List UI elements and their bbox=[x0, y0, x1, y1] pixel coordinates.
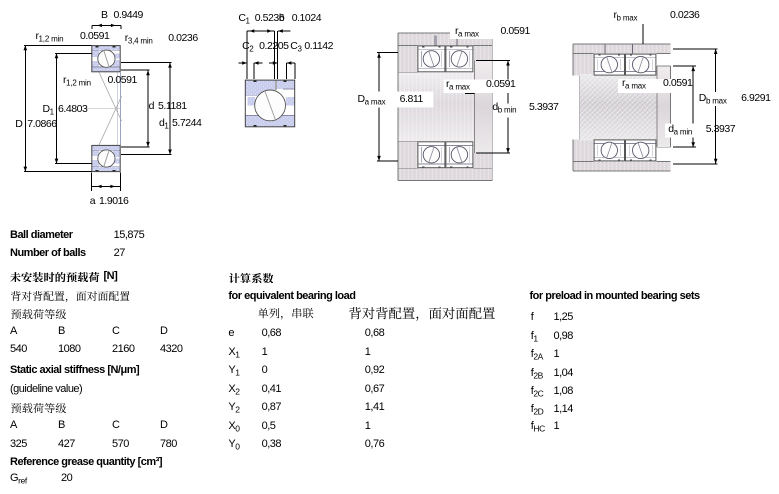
diagram-shaft-abutment bbox=[572, 24, 733, 172]
calc-col2-header bbox=[349, 307, 495, 321]
stiffness-class-label bbox=[10, 402, 66, 413]
diagram-housing-abutment bbox=[356, 25, 532, 181]
calc-factors-subtitle: for equivalent bearing load bbox=[228, 290, 356, 303]
stiffness-title: Static axial stiffness [N/μm] bbox=[10, 363, 140, 376]
diagram-bearing-cross-section bbox=[23, 23, 172, 191]
preload-factors-title: for preload in mounted bearing sets bbox=[529, 290, 701, 303]
diagram-bearing-recess-dims bbox=[238, 29, 296, 128]
calc-factors-title bbox=[228, 272, 274, 284]
preload-arrangement-subtitle bbox=[10, 291, 130, 303]
preload-class-label bbox=[10, 309, 66, 320]
grease-title: Reference grease quantity [cm³] bbox=[10, 456, 163, 469]
preload-title-unit: [N] bbox=[103, 269, 118, 282]
preload-table-title bbox=[10, 271, 100, 283]
stiffness-note: (guideline value) bbox=[10, 382, 83, 395]
calc-col1-header bbox=[258, 308, 314, 320]
